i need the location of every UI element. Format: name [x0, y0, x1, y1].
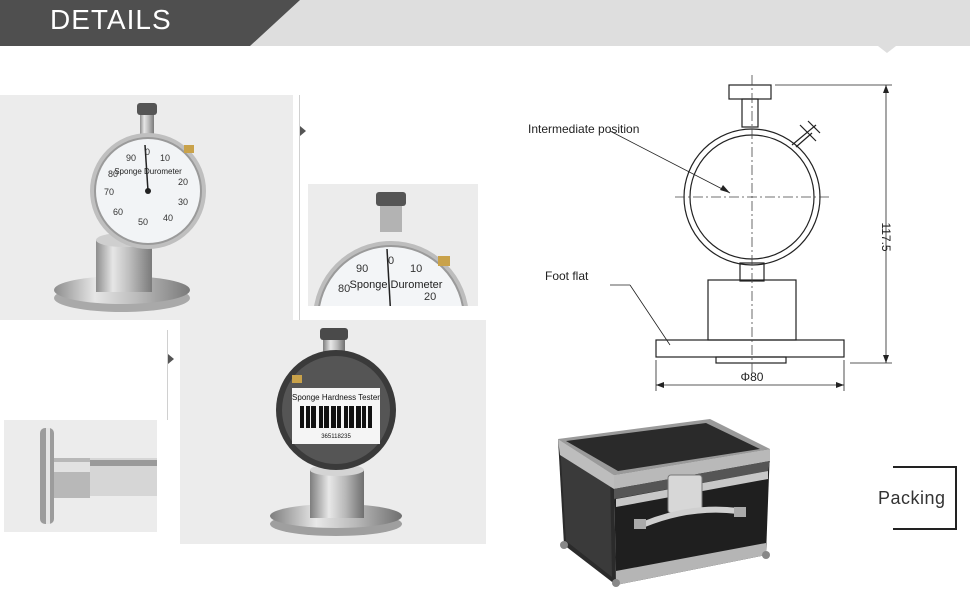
- serial-number: 365118235: [321, 434, 351, 440]
- dial-number: 0: [388, 255, 394, 267]
- intermediate-position-label: Intermediate position: [528, 122, 639, 136]
- header-notch: [878, 46, 896, 53]
- packing-frame: [893, 466, 957, 530]
- dial-number: 20: [178, 177, 188, 187]
- divider-line: [299, 95, 300, 320]
- dial-number: 10: [160, 153, 170, 163]
- dial-number: 90: [126, 153, 136, 163]
- carrying-case-image: [550, 415, 775, 587]
- dial-closeup-photo: Sponge Durometer 90 0 10 80 20: [308, 184, 478, 306]
- height-dimension: 117.5: [879, 222, 893, 251]
- dial-number: 20: [424, 291, 436, 303]
- front-view-photo: Sponge Hardness Tester 365118235: [180, 320, 486, 544]
- dial-number: 0: [145, 147, 150, 157]
- product-label-title: Sponge Hardness Tester: [292, 393, 380, 402]
- dial-label: Sponge Durometer: [114, 167, 182, 176]
- pointer-marker: [300, 126, 306, 136]
- dial-number: 90: [356, 263, 368, 275]
- dial-number: 80: [108, 169, 118, 179]
- divider-line: [167, 330, 168, 420]
- technical-drawing: Intermediate position Foot flat 117.5 Φ8…: [520, 75, 970, 395]
- dial-number: 70: [104, 187, 114, 197]
- dial-number: 60: [113, 207, 123, 217]
- dial-label: Sponge Durometer: [350, 279, 443, 291]
- durometer-main-photo: Sponge Durometer 90 0 10 80 20 70 30 60 …: [0, 95, 293, 320]
- pointer-marker: [168, 354, 174, 364]
- diameter-dimension: Φ80: [741, 370, 764, 384]
- dial-number: 10: [410, 263, 422, 275]
- dial-number: 40: [163, 213, 173, 223]
- page-title: DETAILS: [50, 4, 172, 35]
- dial-number: 50: [138, 217, 148, 227]
- dial-number: 30: [178, 197, 188, 207]
- header-tab: [0, 0, 300, 46]
- foot-flat-label: Foot flat: [545, 269, 589, 283]
- packing-label: Packing: [876, 488, 948, 509]
- dial-number: 80: [338, 283, 350, 295]
- side-view-photo: [4, 420, 157, 532]
